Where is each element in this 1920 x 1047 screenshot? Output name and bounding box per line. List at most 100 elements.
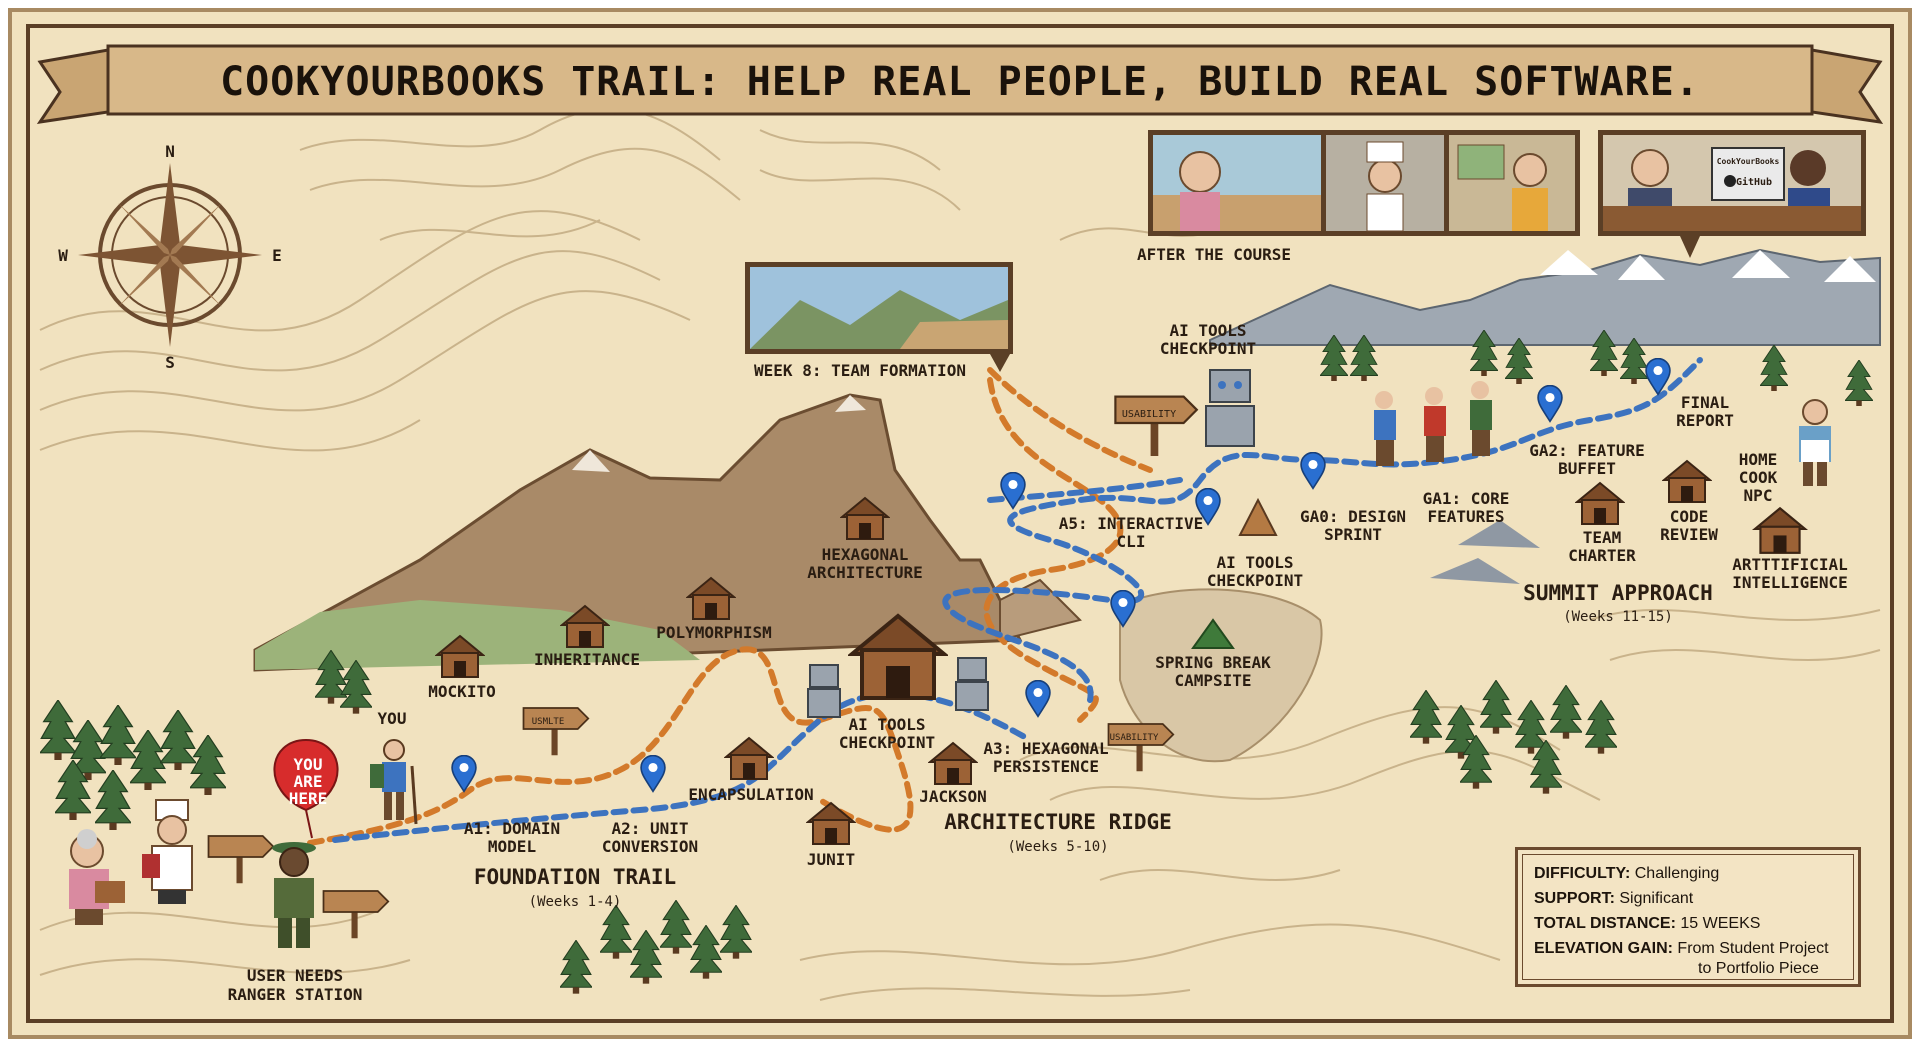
ai-label-line1: ARTTTIFICIAL xyxy=(1732,555,1848,574)
a2-label-line2: CONVERSION xyxy=(602,837,698,856)
trail-stats-panel: DIFFICULTY: Challenging SUPPORT: Signifi… xyxy=(1515,847,1861,987)
compass-rose: N S E W xyxy=(58,142,282,372)
ranger-station-line1: USER NEEDS xyxy=(247,966,343,985)
architecture-ridge-title: ARCHITECTURE RIDGE xyxy=(944,810,1172,834)
difficulty-key: DIFFICULTY: xyxy=(1534,865,1631,882)
you-are-here-line2: ARE xyxy=(294,772,323,791)
ga1-label-line2: FEATURES xyxy=(1427,507,1504,526)
ai-tools-lower-line1: AI TOOLS xyxy=(848,715,925,734)
map-frame xyxy=(26,24,1894,1023)
polymorphism-label: POLYMORPHISM xyxy=(656,623,772,642)
ai-label-line2: INTELLIGENCE xyxy=(1732,573,1848,592)
ranger-station-line2: RANGER STATION xyxy=(228,985,363,1004)
ga2-label-line1: GA2: FEATURE xyxy=(1529,441,1645,460)
encapsulation-label: ENCAPSULATION xyxy=(688,785,813,804)
a5-label-line2: CLI xyxy=(1117,532,1146,551)
after-course-panels: AFTER THE COURSE CookYourBooks GitHub xyxy=(1137,130,1866,264)
hiker-you-icon xyxy=(370,739,418,825)
foundation-trail-weeks: (Weeks 1-4) xyxy=(529,894,622,910)
ridge-trail-orange xyxy=(983,377,1124,723)
hiker-group-icon xyxy=(1374,381,1492,466)
code-review-line1: CODE xyxy=(1670,507,1709,526)
you-are-here-line3: HERE xyxy=(289,789,328,808)
team-formation-trail xyxy=(987,367,1153,473)
a2-label-line1: A2: UNIT xyxy=(611,819,688,838)
github-icon xyxy=(1724,175,1736,187)
a1-label-line2: MODEL xyxy=(488,837,536,856)
team-formation-label: WEEK 8: TEAM FORMATION xyxy=(754,361,966,380)
teepee-icon xyxy=(1238,497,1278,536)
support-value: Significant xyxy=(1619,890,1694,907)
foundation-trail-orange xyxy=(307,646,914,846)
laptop-repo-text: GitHub xyxy=(1736,176,1772,188)
robot-lodge-left-icon xyxy=(807,664,841,718)
ga1-label-line1: GA1: CORE xyxy=(1423,489,1510,508)
final-report-line1: FINAL xyxy=(1681,393,1729,412)
home-cook-line1: HOME xyxy=(1739,450,1778,469)
hexagonal-architecture-line2: ARCHITECTURE xyxy=(807,563,923,582)
laptop xyxy=(1711,147,1785,201)
grandma-icon xyxy=(69,829,125,925)
elevation-key: ELEVATION GAIN: xyxy=(1534,940,1673,957)
team-charter-line1: TEAM xyxy=(1583,528,1622,547)
support-key: SUPPORT: xyxy=(1534,890,1615,907)
home-cook-npc-icon xyxy=(1799,399,1831,486)
spring-break-line2: CAMPSITE xyxy=(1174,671,1251,690)
difficulty-row: DIFFICULTY: Challenging xyxy=(1534,864,1842,884)
a5-label-line1: A5: INTERACTIVE xyxy=(1059,514,1204,533)
ai-tools-top-line2: CHECKPOINT xyxy=(1160,339,1256,358)
architecture-ridge-weeks: (Weeks 5-10) xyxy=(1007,839,1108,855)
team-formation-vignette: WEEK 8: TEAM FORMATION xyxy=(745,262,1013,380)
laptop-brand-text: CookYourBooks xyxy=(1717,157,1780,166)
support-row: SUPPORT: Significant xyxy=(1534,889,1842,909)
summit-approach-title: SUMMIT APPROACH xyxy=(1523,581,1713,605)
summit-approach-weeks: (Weeks 11-15) xyxy=(1563,609,1673,625)
after-course-label: AFTER THE COURSE xyxy=(1137,245,1291,264)
team-charter-line2: CHARTER xyxy=(1568,546,1636,565)
mockito-label: MOCKITO xyxy=(428,682,495,701)
compass-n-label: N xyxy=(165,142,175,161)
ga0-label-line1: GA0: DESIGN xyxy=(1300,507,1406,526)
junit-label: JUNIT xyxy=(807,850,855,869)
a1-label-line1: A1: DOMAIN xyxy=(464,819,560,838)
distance-row: TOTAL DISTANCE: 15 WEEKS xyxy=(1534,914,1842,934)
compass-s-label: S xyxy=(165,353,175,372)
elevation-value-2: to Portfolio Piece xyxy=(1698,960,1819,977)
ai-tools-mid-line1: AI TOOLS xyxy=(1216,553,1293,572)
ai-tools-lower-line2: CHECKPOINT xyxy=(839,733,935,752)
ga0-label-line2: SPRINT xyxy=(1324,525,1382,544)
final-report-line2: REPORT xyxy=(1676,411,1734,430)
a3-label-line1: A3: HEXAGONAL xyxy=(983,739,1108,758)
inheritance-label: INHERITANCE xyxy=(534,650,640,669)
ga2-label-line2: BUFFET xyxy=(1558,459,1616,478)
ai-tools-mid-line2: CHECKPOINT xyxy=(1207,571,1303,590)
map-title: COOKYOURBOOKS TRAIL: HELP REAL PEOPLE, B… xyxy=(220,59,1700,105)
ridge-trail-blue xyxy=(942,357,1703,703)
distance-value: 15 WEEKS xyxy=(1680,915,1761,932)
usability-sign-bottom-text: USABILITY xyxy=(1110,733,1159,743)
code-review-line2: REVIEW xyxy=(1660,525,1718,544)
trails xyxy=(307,357,1703,846)
robot-lodge-right-icon xyxy=(955,657,989,711)
characters xyxy=(69,381,1831,948)
contour-lines xyxy=(39,107,1881,1001)
a3-label-line2: PERSISTENCE xyxy=(993,757,1099,776)
spring-break-line1: SPRING BREAK xyxy=(1155,653,1271,672)
compass-w-label: W xyxy=(58,246,68,265)
summit-mountains xyxy=(1209,248,1881,584)
home-cook-line2: COOK xyxy=(1739,468,1778,487)
usmlte-sign-text: USMLTE xyxy=(532,717,565,727)
foundation-trail-title: FOUNDATION TRAIL xyxy=(474,865,676,889)
you-label: YOU xyxy=(378,709,407,728)
hexagonal-architecture-line1: HEXAGONAL xyxy=(822,545,909,564)
compass-e-label: E xyxy=(272,246,282,265)
title-banner: COOKYOURBOOKS TRAIL: HELP REAL PEOPLE, B… xyxy=(36,44,1884,124)
ai-tools-top-line1: AI TOOLS xyxy=(1169,321,1246,340)
home-cook-line3: NPC xyxy=(1744,486,1773,505)
jackson-label: JACKSON xyxy=(919,787,986,806)
you-are-here-marker: YOU ARE HERE xyxy=(273,738,339,839)
robots xyxy=(807,369,1255,718)
